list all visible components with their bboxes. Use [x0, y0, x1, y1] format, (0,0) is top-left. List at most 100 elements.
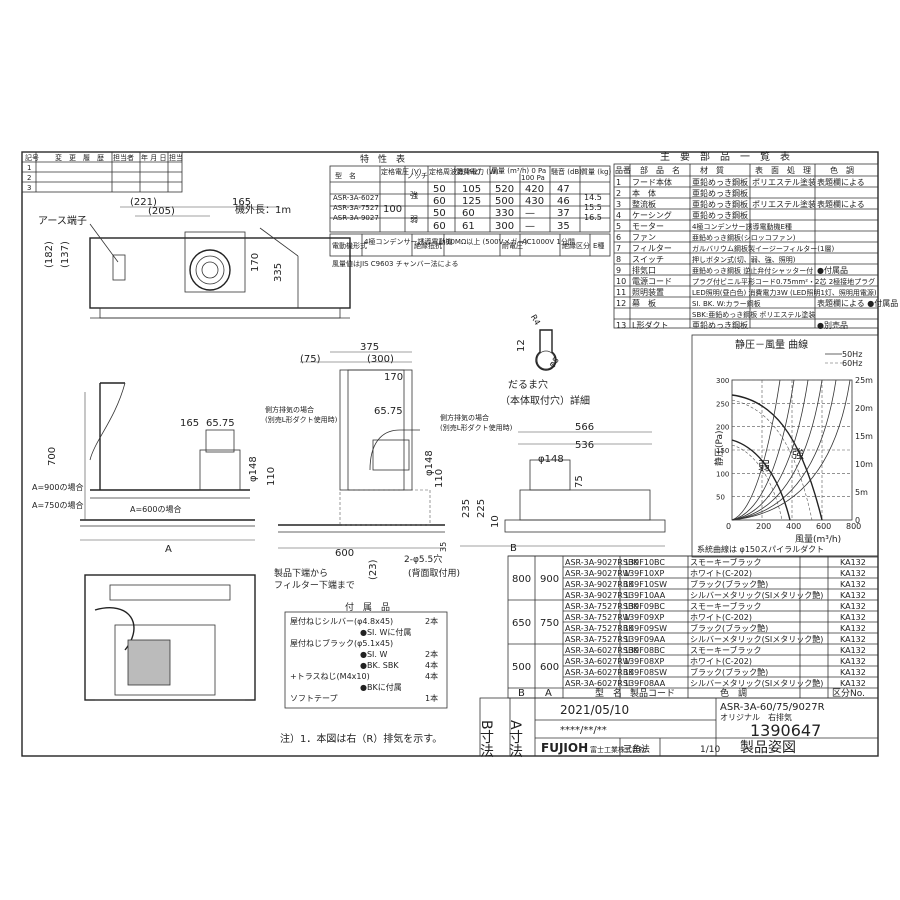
title-a-dim: A寸法 [507, 720, 523, 758]
spec-row-0: 50 105 520 420 47 [433, 184, 570, 195]
svg-text:ソフトテープ: ソフトテープ [290, 694, 338, 703]
svg-text:139F09SW: 139F09SW [624, 624, 667, 633]
svg-text:LED照明(昼白色) 消費電力3W (LED照明1灯、照明用: LED照明(昼白色) 消費電力3W (LED照明1灯、照明用電源) [692, 288, 877, 297]
svg-text:フィルター: フィルター [632, 244, 672, 253]
curve-note: 系統曲線は φ150スパイラルダクト [697, 544, 824, 554]
spec-h4: 消費電力 (W) [456, 167, 499, 176]
center-dim-75: (75) [300, 354, 321, 365]
svg-text:37: 37 [557, 208, 570, 219]
svg-text:亜鉛めっき鋼板: 亜鉛めっき鋼板 [692, 188, 748, 198]
svg-text:シルバーメタリック(SIメタリック艶): シルバーメタリック(SIメタリック艶) [690, 678, 823, 688]
spec-foot-7: E種 [593, 242, 604, 250]
hole-label-1: （本体取付穴）詳細 [500, 394, 590, 407]
accessory-item: 屋付ねじシルバー(φ4.8x45)2本 [290, 616, 438, 626]
curve-xtick: 200 [756, 522, 771, 531]
model-h-color: 色 調 [720, 687, 747, 699]
svg-text:KA132: KA132 [840, 646, 866, 655]
title-date: 2021/05/10 [560, 703, 629, 717]
right-dim-235: 235 [461, 499, 472, 518]
parts-h0: 品番 [615, 165, 631, 175]
svg-text:ブラック(ブラック艶): ブラック(ブラック艶) [690, 579, 768, 589]
svg-text:スモーキーブラック: スモーキーブラック [690, 557, 762, 567]
spec-notch-strong: 強 [410, 190, 418, 200]
svg-text:2本: 2本 [425, 649, 438, 659]
svg-text:13: 13 [616, 321, 626, 330]
svg-text:47: 47 [557, 184, 570, 195]
svg-text:1: 1 [616, 178, 621, 187]
dim-137: (137) [60, 241, 71, 268]
dim-205: (205) [148, 206, 175, 217]
spec-model-1: ASR-3A-7527 [333, 204, 379, 212]
svg-text:屋付ねじシルバー(φ4.8x45): 屋付ねじシルバー(φ4.8x45) [290, 616, 393, 626]
svg-text:照明装置: 照明装置 [632, 287, 664, 297]
rev-r3: 3 [27, 184, 31, 192]
svg-text:7: 7 [616, 244, 621, 253]
spec-mass-1: 15.5 [584, 203, 602, 212]
accessory-item: ●SI. Wに付属 [360, 627, 411, 637]
curve-xtick: 800 [846, 522, 861, 531]
drawing-note: 注）1．本図は右（R）排気を示す。 [280, 732, 442, 745]
svg-text:4本: 4本 [425, 660, 438, 670]
svg-text:500: 500 [512, 662, 531, 673]
svg-text:139F09XP: 139F09XP [624, 613, 665, 622]
svg-text:ASR-3A-6027RW: ASR-3A-6027RW [565, 657, 631, 666]
center-dim-148: φ148 [424, 450, 435, 476]
svg-text:500: 500 [495, 196, 514, 207]
svg-text:139F10AA: 139F10AA [624, 591, 666, 600]
curve-ytick: 10m [855, 460, 873, 469]
right-note-1: (別売L形ダクト使用時) [440, 423, 513, 432]
spec-foot-2: 絶縁抵抗 [414, 241, 442, 250]
side-a600: A=600の場合 [130, 504, 181, 514]
side-a900: A=900の場合 [32, 482, 83, 492]
svg-text:KA132: KA132 [840, 668, 866, 677]
svg-text:—: — [525, 221, 535, 232]
parts-table: 主 要 部 品 一 覧 表 品番 部 品 名 材 質 表 面 処 理 色 調 1… [613, 150, 898, 330]
svg-text:シルバーメタリック(SIメタリック艶): シルバーメタリック(SIメタリック艶) [690, 590, 823, 600]
svg-text:モーター: モーター [632, 222, 664, 231]
curve-ytick: 15m [855, 432, 873, 441]
center-dim-23: (23) [368, 559, 379, 580]
title-projection: 三角法 [623, 743, 650, 755]
svg-text:ASR-3A-7527RSI: ASR-3A-7527RSI [565, 635, 630, 644]
svg-text:ケーシング: ケーシング [632, 210, 672, 220]
rev-h1: 変 更 履 歴 [55, 153, 104, 162]
svg-text:整流板: 整流板 [632, 199, 656, 209]
fan-curve [731, 444, 783, 521]
dim-182: (182) [44, 241, 55, 268]
spec-h3: 定格周波数 (Hz) [429, 167, 481, 176]
curve-ytick: 0 [855, 516, 860, 525]
svg-text:ASR-3A-7527RSBK: ASR-3A-7527RSBK [565, 602, 639, 611]
rev-h4: 担当 [169, 153, 183, 162]
svg-text:125: 125 [462, 196, 481, 207]
spec-h0: 型 名 [335, 171, 356, 180]
spec-model-2: ASR-3A-9027 [333, 214, 379, 222]
side-view: 700 A=900の場合 A=750の場合 A=600の場合 A 165 65.… [32, 382, 277, 555]
svg-text:3: 3 [616, 200, 621, 209]
parts-h4: 色 調 [830, 165, 854, 175]
curve-ytick: 20m [855, 404, 873, 413]
svg-text:亜鉛めっき鋼板: 亜鉛めっき鋼板 [692, 210, 748, 220]
svg-text:35: 35 [557, 221, 570, 232]
svg-text:ASR-3A-9027RW: ASR-3A-9027RW [565, 569, 631, 578]
center-dim-35: 35 [439, 542, 448, 552]
svg-text:ASR-3A-7527RW: ASR-3A-7527RW [565, 613, 631, 622]
center-dim-6575: 65.75 [374, 406, 403, 417]
title-company: 富士工業株式会社 [590, 745, 646, 754]
svg-text:105: 105 [462, 184, 481, 195]
title-doc: 製品姿図 [740, 740, 796, 756]
spec-row-1: 60 125 500 430 46 [433, 196, 570, 207]
svg-text:139F10BC: 139F10BC [624, 558, 665, 567]
accessory-item: +トラスねじ(M4x10)4本 [290, 671, 438, 681]
side-dim-6575: 65.75 [206, 418, 235, 429]
spec-mass-0: 14.5 [584, 193, 602, 202]
system-curve [731, 379, 781, 521]
svg-text:スイッチ: スイッチ [632, 255, 664, 264]
